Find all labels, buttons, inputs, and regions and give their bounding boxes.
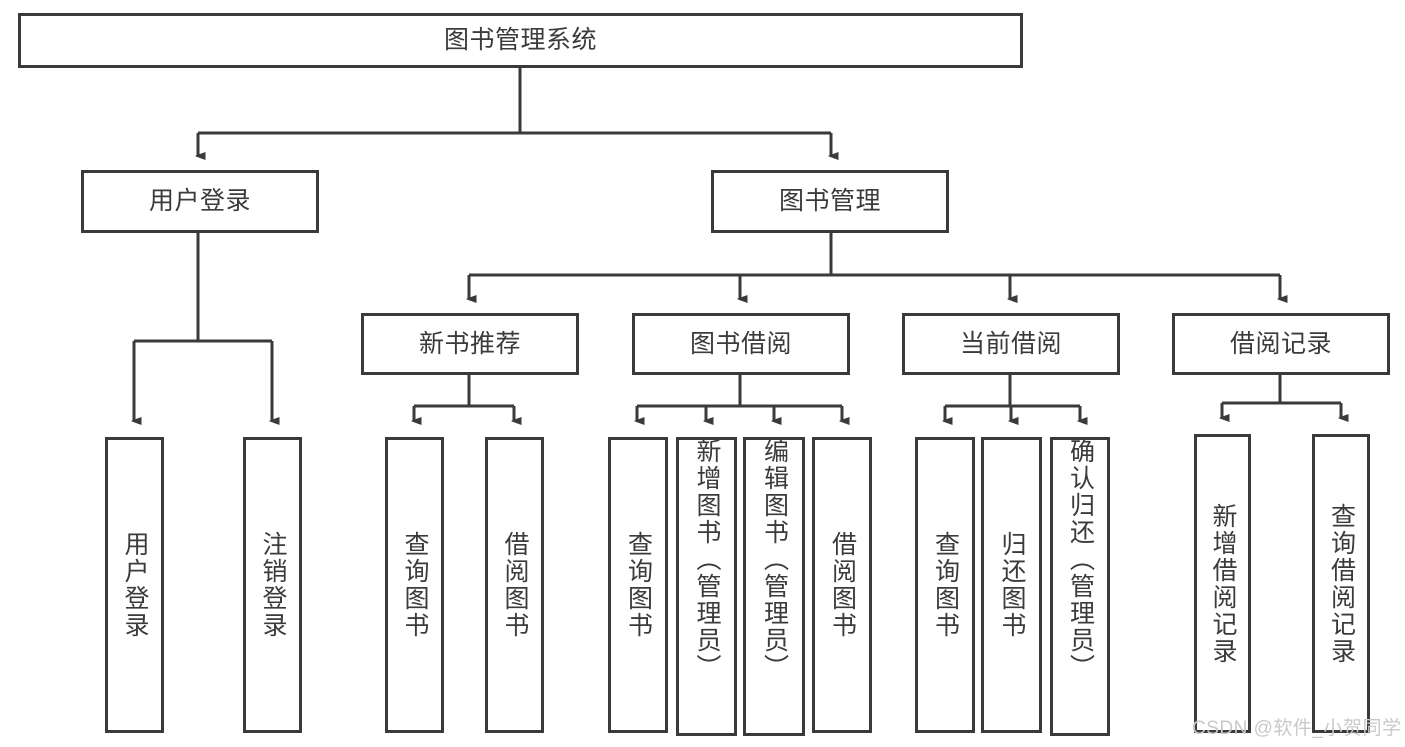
leaf-add-book-admin-label: 新增图书（管理员） [693,438,721,681]
leaf-query-book-current-label: 查询图书 [931,531,960,639]
leaf-edit-book-admin[interactable]: 编辑图书（管理员） [743,437,805,736]
node-book-borrow-label: 图书借阅 [689,329,792,358]
node-new-book-recommend[interactable]: 新书推荐 [361,313,579,375]
node-current-borrow-label: 当前借阅 [959,329,1062,358]
node-root[interactable]: 图书管理系统 [18,13,1023,68]
leaf-return-book[interactable]: 归还图书 [981,437,1042,733]
node-user-login-label: 用户登录 [148,187,251,216]
leaf-query-book-new-label: 查询图书 [401,531,429,639]
leaf-add-book-admin[interactable]: 新增图书（管理员） [676,437,737,736]
leaf-query-book-borrow-label: 查询图书 [624,531,653,639]
leaf-return-book-label: 归还图书 [998,531,1026,639]
leaf-borrow-book-label: 借阅图书 [828,531,857,639]
leaf-add-borrow-record-label: 新增借阅记录 [1209,502,1237,665]
leaf-confirm-return-admin[interactable]: 确认归还（管理员） [1050,437,1110,736]
leaf-logout[interactable]: 注销登录 [243,437,302,733]
node-root-label: 图书管理系统 [443,26,597,55]
leaf-user-login-label: 用户登录 [121,531,149,639]
leaf-query-book-current[interactable]: 查询图书 [915,437,975,733]
leaf-edit-book-admin-label: 编辑图书（管理员） [760,438,789,681]
node-new-book-recommend-label: 新书推荐 [418,329,521,358]
node-user-login[interactable]: 用户登录 [81,170,319,233]
leaf-borrow-book[interactable]: 借阅图书 [812,437,872,733]
csdn-watermark: CSDN @软件_小贺同学 [1192,718,1402,739]
leaf-query-book-new[interactable]: 查询图书 [385,437,444,733]
leaf-logout-label: 注销登录 [259,531,287,639]
node-borrow-record[interactable]: 借阅记录 [1172,313,1390,375]
leaf-add-borrow-record[interactable]: 新增借阅记录 [1194,434,1251,733]
leaf-query-book-borrow[interactable]: 查询图书 [608,437,668,733]
leaf-user-login[interactable]: 用户登录 [105,437,164,733]
node-book-borrow[interactable]: 图书借阅 [632,313,850,375]
node-book-management[interactable]: 图书管理 [711,170,949,233]
node-current-borrow[interactable]: 当前借阅 [902,313,1120,375]
leaf-confirm-return-admin-label: 确认归还（管理员） [1066,438,1095,681]
leaf-borrow-book-new-label: 借阅图书 [501,531,529,639]
leaf-query-borrow-record[interactable]: 查询借阅记录 [1312,434,1370,733]
node-book-management-label: 图书管理 [778,187,881,216]
leaf-borrow-book-new[interactable]: 借阅图书 [485,437,544,733]
node-borrow-record-label: 借阅记录 [1229,329,1332,358]
leaf-query-borrow-record-label: 查询借阅记录 [1327,502,1356,665]
